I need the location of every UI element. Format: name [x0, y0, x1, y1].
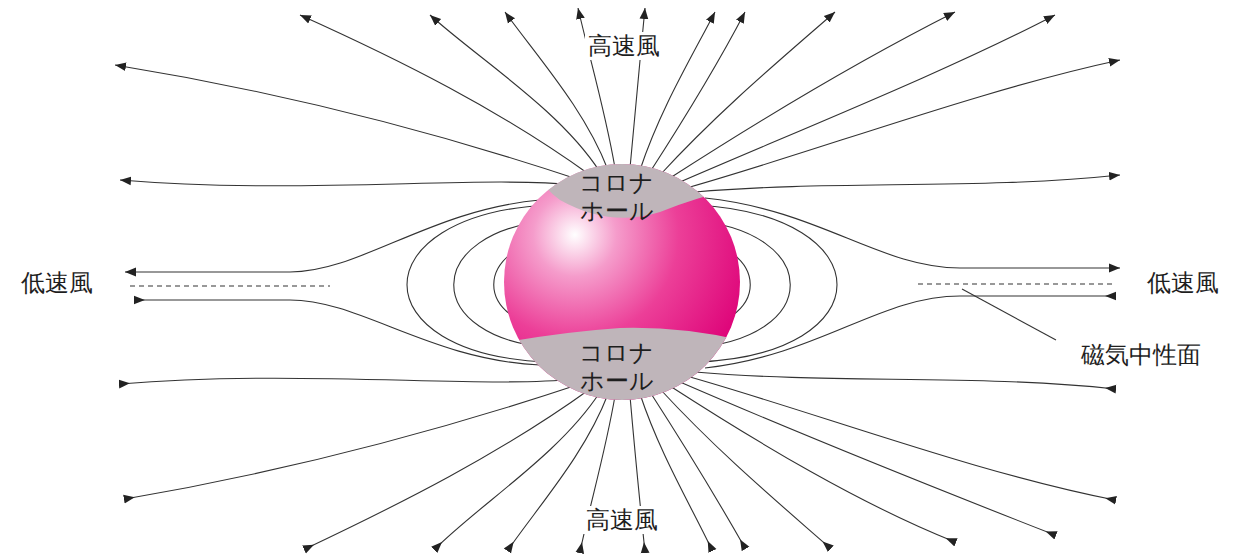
node-text: コロナ ホール [574, 339, 660, 395]
wind-label: 高速風 [585, 32, 663, 60]
wind-label: 高速風 [583, 506, 661, 534]
wind-label: 低速風 [1144, 269, 1222, 297]
node-text: コロナ ホール [574, 169, 660, 225]
field-lines [115, 8, 1120, 552]
coronal-hole-caps [490, 150, 760, 414]
coronal-hole-cap [490, 328, 760, 414]
wind-label: 磁気中性面 [1078, 341, 1204, 369]
leader-line [962, 289, 1056, 340]
coronal-hole: コロナ ホール [574, 339, 660, 395]
wind-label: 低速風 [18, 269, 96, 297]
coronal-hole: コロナ ホール [574, 169, 660, 225]
